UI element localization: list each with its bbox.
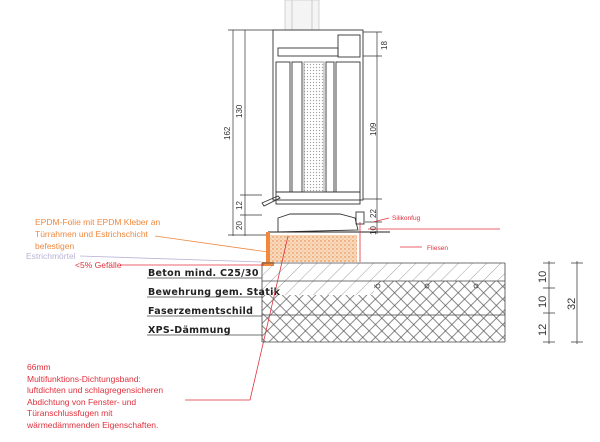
layer-label-reinforcement: Bewehrung gem. Statik xyxy=(148,287,281,298)
dim-total-162: 162 xyxy=(223,126,232,140)
layer-label-xps-insulation: XPS-Dämmung xyxy=(148,325,231,336)
dim-floor-32: 32 xyxy=(566,298,578,310)
layer-label-fiber-cement: Faserzementschild xyxy=(148,306,253,317)
silicone-label: Silikonfug xyxy=(392,215,421,222)
dim-upper-130: 130 xyxy=(235,104,244,118)
epdm-leader xyxy=(154,235,269,253)
dim-lower-22: 22 xyxy=(369,209,378,218)
floor-dimension-lines xyxy=(543,261,583,344)
tiles-label: Fliesen xyxy=(427,245,448,252)
dim-middle-109: 109 xyxy=(369,122,378,136)
sealing-tape-annotation: 66mm Multifunktions-Dichtungsband: luftd… xyxy=(27,362,164,430)
screed-annotation: Estrichmörtel xyxy=(26,251,76,261)
dim-floor-12: 12 xyxy=(537,324,549,336)
silicone-leader xyxy=(372,217,390,223)
slope-annotation: <5% Gefälle xyxy=(75,260,122,270)
layer-label-concrete: Beton mind. C25/30 xyxy=(148,268,259,279)
dim-middle-12: 12 xyxy=(235,201,244,210)
sealing-tape-leader xyxy=(185,235,289,401)
dim-top-18: 18 xyxy=(380,41,389,50)
dim-floor-10-top: 10 xyxy=(537,271,549,283)
epdm-foil xyxy=(266,232,270,262)
left-dimension-lines xyxy=(228,29,273,236)
epdm-foil-annotation: EPDM-Folie mit EPDM Kleber an Türrahmen … xyxy=(35,217,161,251)
dim-lower-20: 20 xyxy=(235,221,244,230)
screed-leader xyxy=(79,255,263,263)
dim-bottom-10: 10 xyxy=(369,226,378,235)
dim-floor-10-middle: 10 xyxy=(537,296,549,308)
screed-texture xyxy=(269,235,357,262)
glass-pane xyxy=(284,0,320,31)
floor-construction xyxy=(261,262,506,343)
